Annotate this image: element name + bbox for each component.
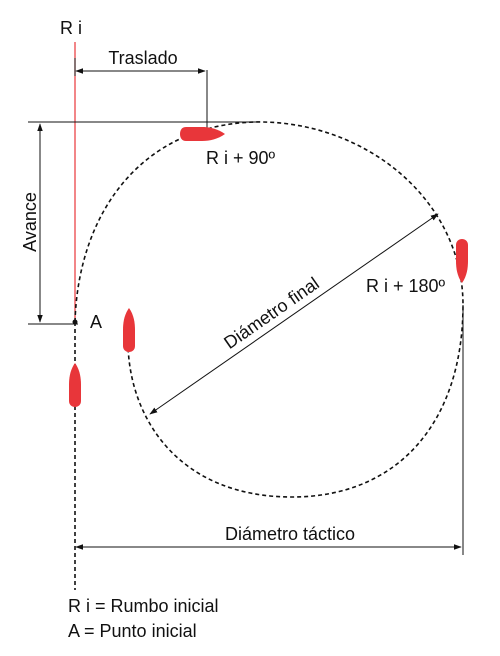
- turning-track: [74, 121, 464, 498]
- tactical-diameter-label: Diámetro táctico: [225, 524, 355, 544]
- ship-ri-plus-90: [180, 127, 225, 141]
- ship-initial: [69, 363, 81, 407]
- ship-ri-plus-180: [456, 239, 468, 283]
- advance-label: Avance: [20, 192, 40, 252]
- initial-point-label: A: [90, 312, 102, 332]
- legend-point-definition: A = Punto inicial: [68, 621, 197, 641]
- ship-turning: [123, 308, 135, 352]
- final-diameter-arrow: [149, 213, 439, 415]
- final-diameter-label: Diámetro final: [220, 273, 323, 353]
- heading-plus-90-label: R i + 90º: [206, 148, 276, 168]
- heading-plus-180-label: R i + 180º: [366, 276, 446, 296]
- heading-label: R i: [60, 18, 82, 38]
- initial-point-dot: [72, 319, 78, 325]
- transfer-label: Traslado: [108, 48, 177, 68]
- legend-heading-definition: R i = Rumbo inicial: [68, 596, 219, 616]
